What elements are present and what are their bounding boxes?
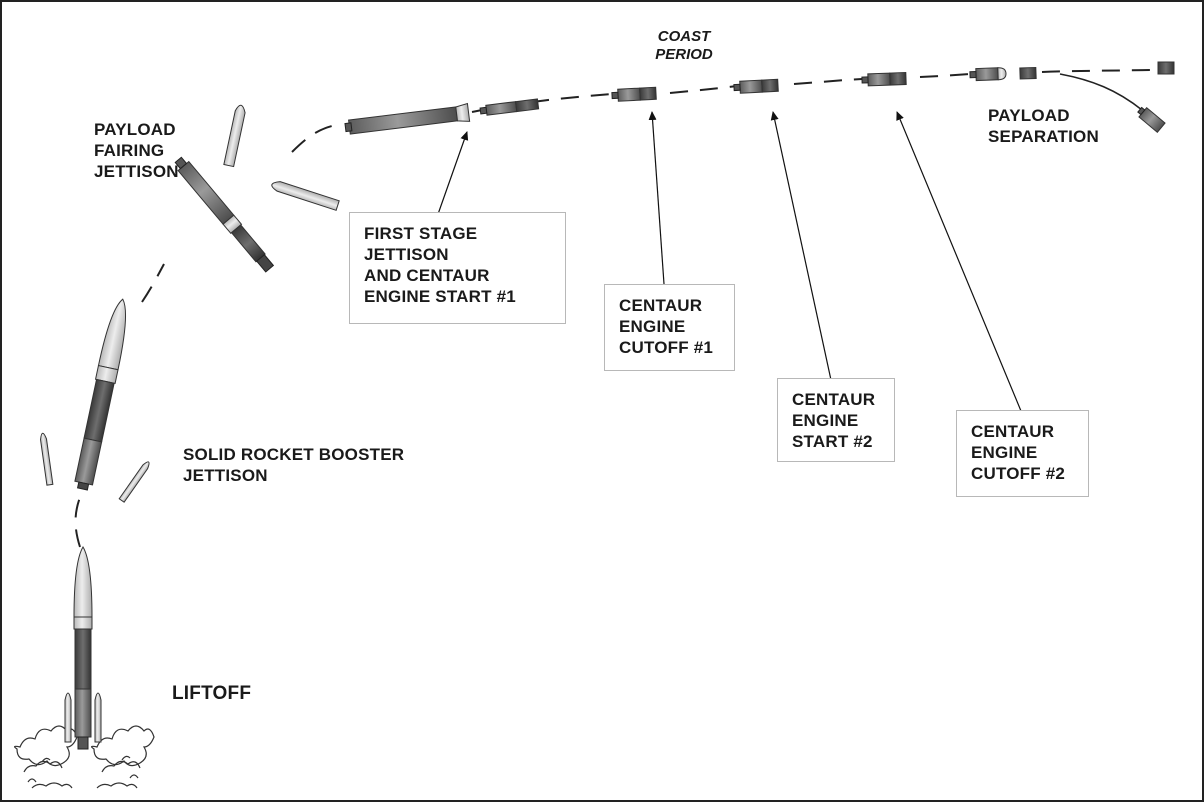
callout-line: START #2 — [792, 432, 873, 451]
callout-centaur-cutoff-2: CENTAUR ENGINE CUTOFF #2 — [956, 410, 1089, 497]
payload-separation-label: PAYLOAD SEPARATION — [988, 105, 1099, 147]
srb-jettison-rocket — [74, 298, 126, 491]
payload-spacecraft — [1157, 61, 1175, 75]
fairing-jettison-rocket — [174, 156, 275, 273]
label-line: JETTISON — [94, 162, 179, 181]
label-line: PAYLOAD — [988, 106, 1070, 125]
callout-line: AND CENTAUR — [364, 266, 490, 285]
label-line: PAYLOAD — [94, 120, 176, 139]
arrow-cutoff-1 — [648, 111, 665, 285]
callout-line: CENTAUR — [971, 422, 1055, 441]
separated-centaur — [1137, 106, 1166, 134]
jettisoned-booster-left — [40, 432, 54, 486]
callout-centaur-cutoff-1: CENTAUR ENGINE CUTOFF #1 — [604, 284, 735, 371]
callout-line: CENTAUR — [792, 390, 876, 409]
label-line: SEPARATION — [988, 127, 1099, 146]
arrow-first-stage — [436, 131, 469, 218]
label-line: COAST — [657, 28, 711, 45]
label-line: FAIRING — [94, 141, 165, 160]
first-stage-jettison — [344, 98, 540, 135]
callout-line: ENGINE — [619, 317, 686, 336]
liftoff-rocket — [14, 546, 155, 789]
callout-line: ENGINE — [971, 443, 1038, 462]
fairing-half-lower — [271, 181, 340, 211]
srb-jettison-label: SOLID ROCKET BOOSTER JETTISON — [183, 444, 404, 486]
label-line: JETTISON — [183, 466, 268, 485]
callout-line: ENGINE START #1 — [364, 287, 516, 306]
centaur-stage-1 — [611, 86, 657, 102]
centaur-stage-2 — [733, 78, 779, 94]
callout-line: FIRST STAGE — [364, 224, 478, 243]
centaur-stage-3 — [861, 71, 907, 87]
callout-line: CENTAUR — [619, 296, 703, 315]
exhaust-cloud — [14, 725, 155, 789]
callout-line: CUTOFF #2 — [971, 464, 1066, 483]
callout-line: CUTOFF #1 — [619, 338, 714, 357]
callout-first-stage-jettison: FIRST STAGE JETTISON AND CENTAUR ENGINE … — [349, 212, 566, 324]
liftoff-label: LIFTOFF — [172, 683, 251, 704]
callout-centaur-start-2: CENTAUR ENGINE START #2 — [777, 378, 895, 462]
payload-separation-path — [1059, 73, 1143, 111]
arrow-cutoff-2 — [896, 111, 1022, 412]
jettisoned-booster-right — [118, 461, 150, 503]
fairing-jettison-label: PAYLOAD FAIRING JETTISON — [94, 119, 179, 182]
centaur-stage-4 — [969, 66, 1037, 82]
fairing-half-upper — [223, 104, 246, 168]
arrow-start-2 — [770, 111, 832, 381]
label-line: PERIOD — [655, 46, 713, 63]
callout-line: ENGINE — [792, 411, 859, 430]
callout-line: JETTISON — [364, 245, 449, 264]
label-line: SOLID ROCKET BOOSTER — [183, 445, 405, 464]
coast-period-label: COAST PERIOD — [642, 28, 726, 64]
label-line: LIFTOFF — [172, 683, 252, 704]
